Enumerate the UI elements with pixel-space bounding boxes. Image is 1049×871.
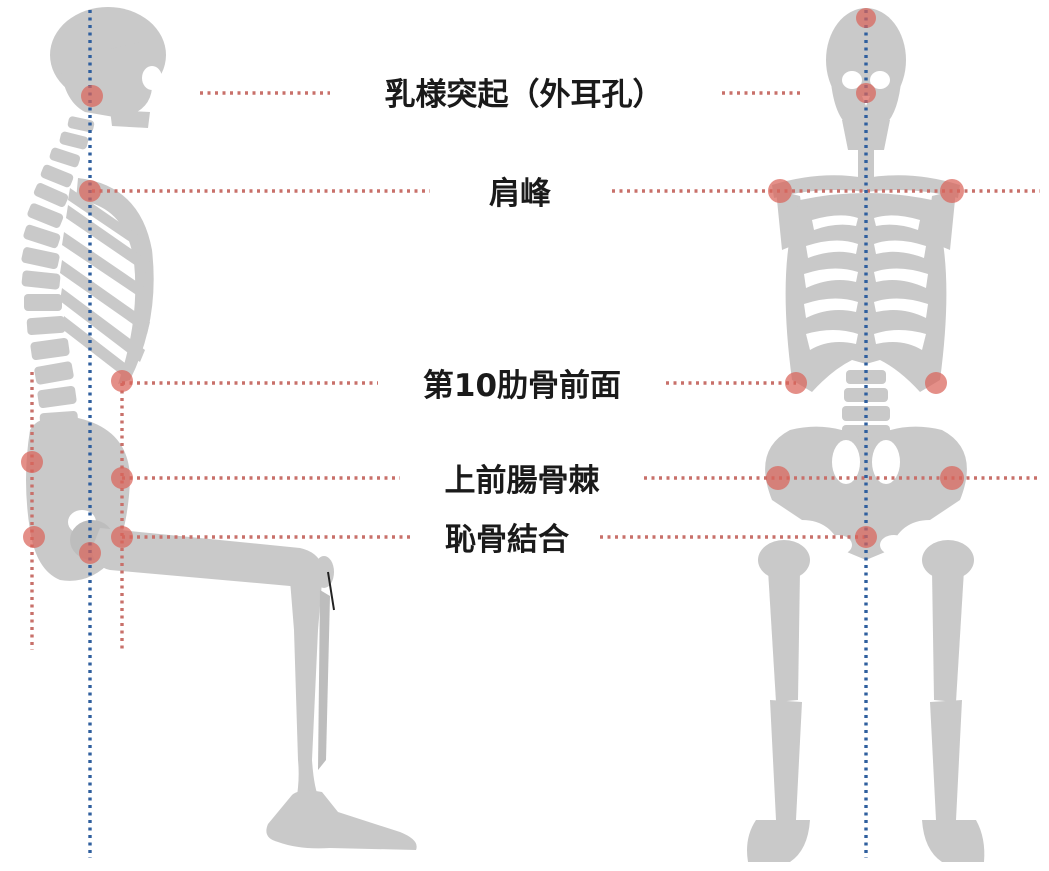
dot-front-mastoid: [856, 83, 876, 103]
dot-front-vertex: [856, 8, 876, 28]
horizontal-guides: [92, 91, 1040, 539]
dot-side-symphysis: [111, 526, 133, 548]
dot-front-asis-left: [766, 466, 790, 490]
dot-front-symphysis: [855, 526, 877, 548]
skeleton-side-view: [21, 7, 417, 850]
label-asis: 上前腸骨棘: [445, 463, 600, 499]
landmark-labels: 乳様突起（外耳孔） 肩峰 第10肋骨前面 上前腸骨棘 恥骨結合: [385, 77, 664, 558]
dot-side-ischium: [23, 526, 45, 548]
dot-front-rib10-left: [785, 372, 807, 394]
dot-front-asis-right: [940, 466, 964, 490]
dot-front-acromion-right: [940, 179, 964, 203]
dot-front-acromion-left: [768, 179, 792, 203]
dot-side-asis: [111, 467, 133, 489]
dot-side-hip: [79, 542, 101, 564]
dot-side-mastoid: [81, 85, 103, 107]
label-symphysis: 恥骨結合: [445, 522, 569, 558]
landmark-dots: [21, 8, 964, 564]
dot-front-rib10-right: [925, 372, 947, 394]
vertical-guides: [30, 10, 868, 858]
dot-side-psis: [21, 451, 43, 473]
dot-side-rib10: [111, 370, 133, 392]
label-mastoid: 乳様突起（外耳孔）: [385, 77, 664, 113]
label-acromion: 肩峰: [489, 176, 551, 212]
label-rib10: 第10肋骨前面: [423, 368, 621, 404]
dot-side-acromion: [79, 180, 101, 202]
skeleton-front-view: [747, 8, 985, 862]
